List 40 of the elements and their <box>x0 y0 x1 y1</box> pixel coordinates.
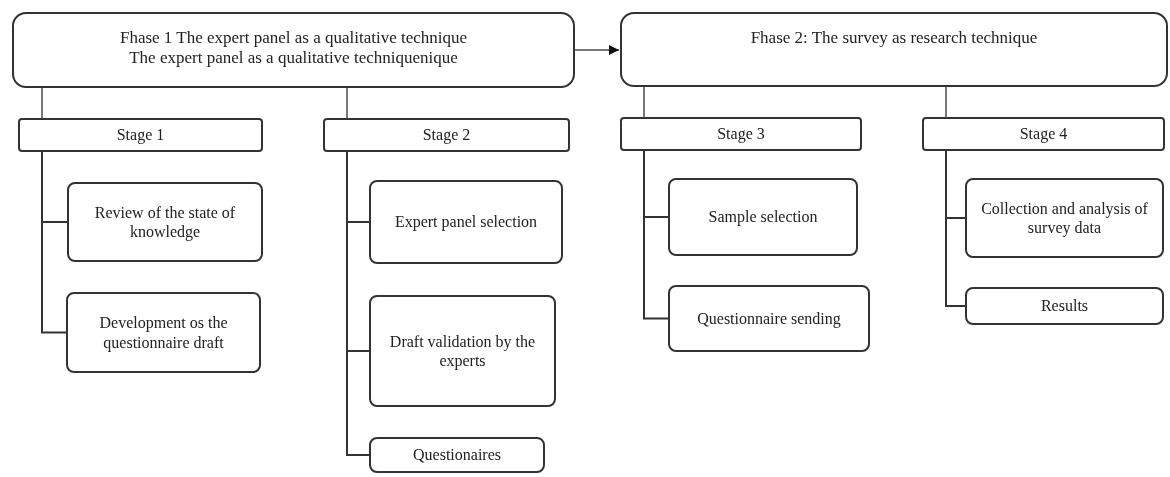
stage-box <box>323 118 570 152</box>
stage-box <box>18 118 263 152</box>
connector-line <box>643 150 669 320</box>
node-text: Collection and analysis of survey data <box>980 198 1149 238</box>
node-text: Stage 1 <box>116 125 165 145</box>
connector-line <box>41 151 67 334</box>
step-box <box>369 180 563 264</box>
node-text: Draft validation by the experts <box>388 331 537 371</box>
connector-line <box>945 86 947 118</box>
node-text: Stage 3 <box>717 124 765 144</box>
step-box <box>668 285 870 352</box>
step-box <box>67 182 263 262</box>
arrow <box>574 45 620 55</box>
node-text: Questionaires <box>413 445 501 465</box>
connector-line <box>643 86 645 118</box>
phase-box <box>12 12 575 88</box>
phase-box <box>620 12 1168 87</box>
node-text: Fhase 2: The survey as research technique <box>750 28 1038 49</box>
node-text: Expert panel selection <box>394 212 538 232</box>
node-text: The expert panel as a qualitative techniquenique <box>129 48 458 69</box>
node-text: Stage 2 <box>422 125 471 145</box>
node-text: Fhase 1 The expert panel as a qualitative technique <box>119 28 468 49</box>
step-box <box>66 292 261 373</box>
connector-line <box>945 150 966 307</box>
connector-line <box>346 151 370 456</box>
node-text: Questionnaire sending <box>697 308 841 329</box>
step-box <box>369 295 556 407</box>
step-box <box>668 178 858 256</box>
node-text: Results <box>1040 296 1089 316</box>
stage-box <box>620 117 862 151</box>
step-box <box>965 178 1164 258</box>
node-text: Stage 4 <box>1019 124 1068 144</box>
node-text: Review of the state of knowledge <box>93 202 237 242</box>
node-text: Sample selection <box>708 207 818 227</box>
step-box <box>965 287 1164 325</box>
step-box <box>369 437 545 473</box>
connector-line <box>41 87 43 119</box>
stage-box <box>922 117 1165 151</box>
node-text: Development os the questionnaire draft <box>98 313 229 352</box>
connector-line <box>346 87 348 119</box>
